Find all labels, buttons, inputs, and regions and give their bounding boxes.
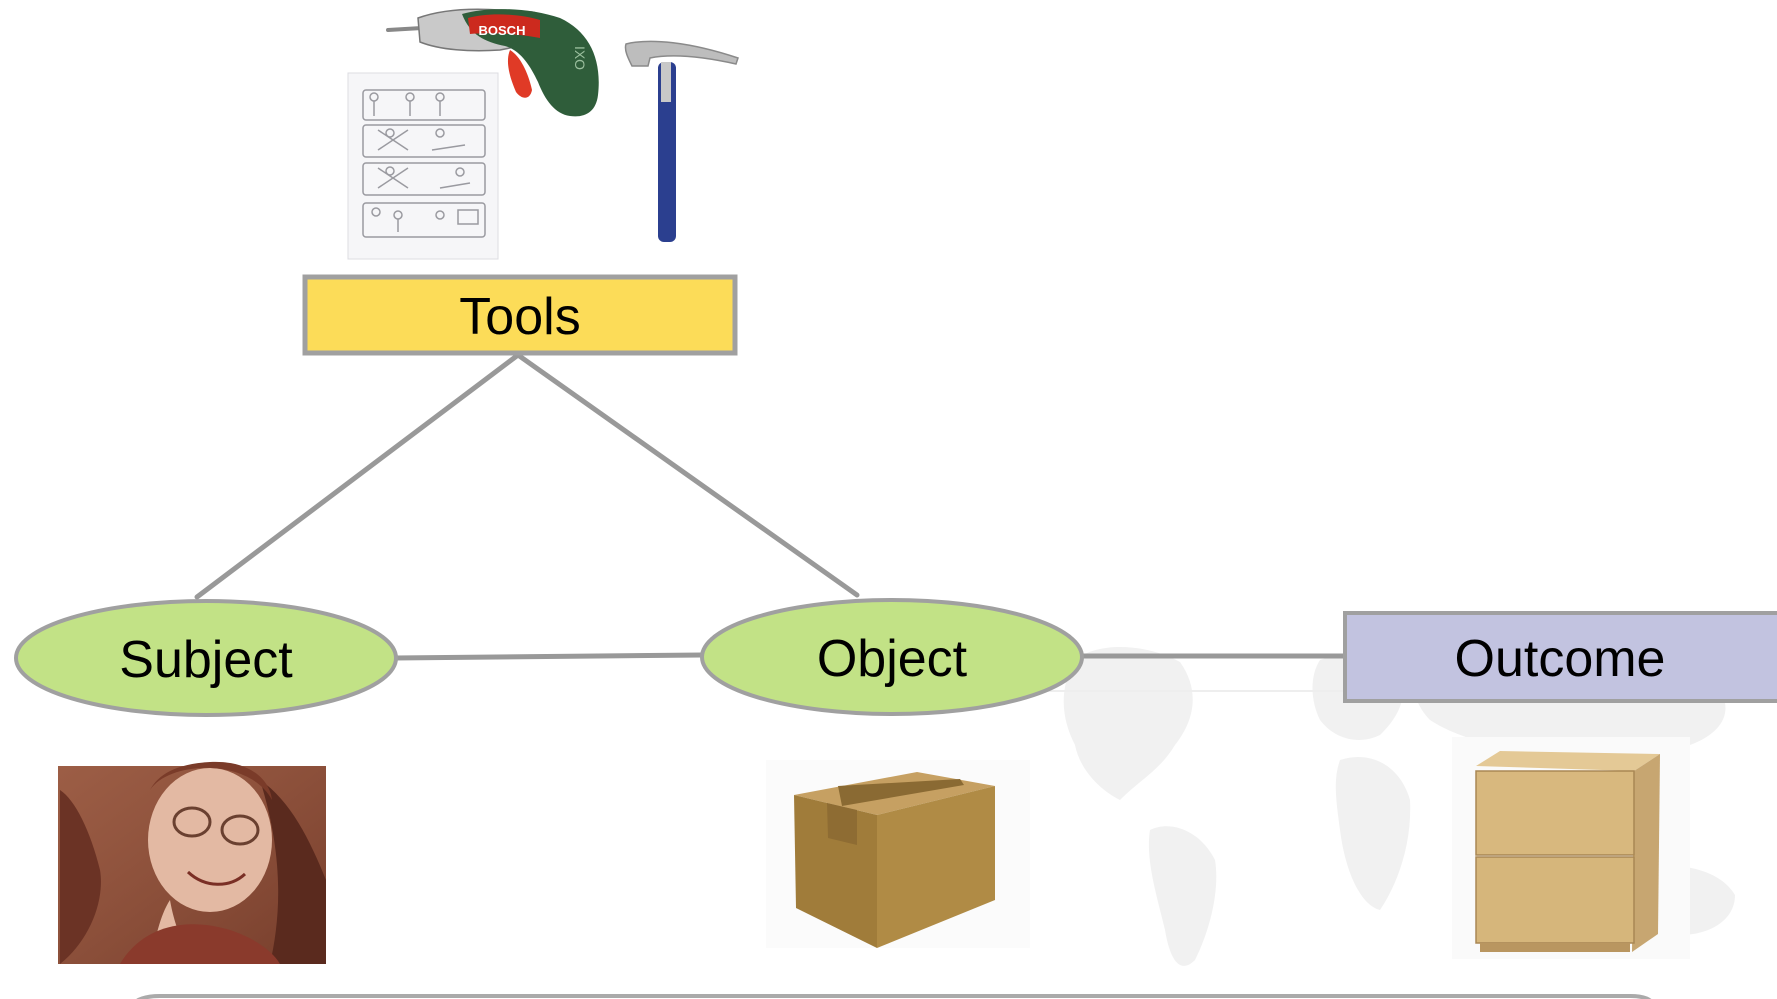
drawer-cabinet-icon — [1452, 737, 1690, 959]
bottom-band — [133, 994, 1654, 999]
assembly-instructions-icon — [347, 72, 499, 260]
tools-subject-line — [194, 352, 521, 600]
screwdriver-model: IXO — [572, 46, 588, 70]
subject-object-line — [392, 652, 705, 661]
tools-object-line — [515, 352, 860, 598]
screwdriver-brand: BOSCH — [479, 23, 526, 38]
cordless-screwdriver-icon: BOSCH IXO — [386, 8, 599, 117]
subject-label: Subject — [119, 631, 293, 689]
object-label: Object — [817, 630, 968, 688]
tools-label: Tools — [459, 288, 580, 346]
subject-node: Subject — [14, 599, 398, 717]
outcome-node: Outcome — [1343, 611, 1777, 703]
hammer-icon — [624, 40, 739, 242]
cardboard-box-icon — [766, 760, 1030, 948]
outcome-label: Outcome — [1455, 630, 1666, 688]
object-node: Object — [700, 598, 1084, 716]
connectors — [194, 352, 1348, 661]
world-map-watermark — [940, 639, 1735, 966]
person-photo — [58, 761, 326, 964]
tools-node: Tools — [302, 274, 738, 356]
